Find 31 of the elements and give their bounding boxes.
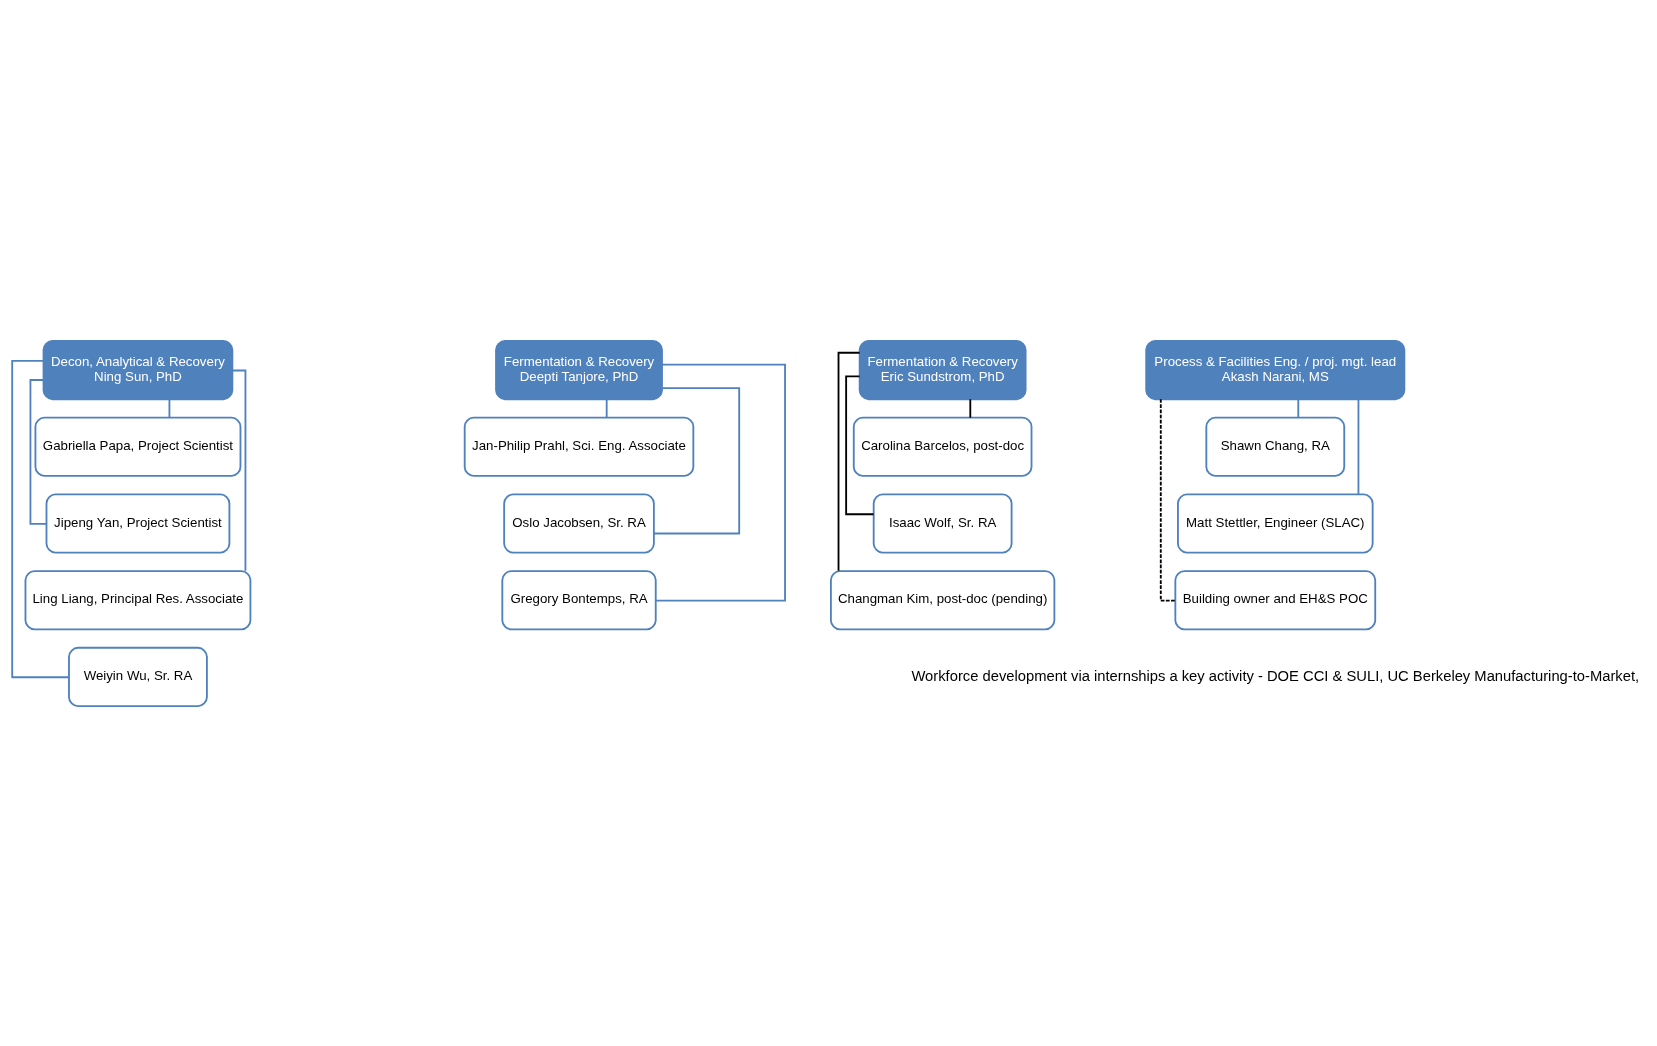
connector bbox=[231, 369, 247, 572]
node-box: Gabriella Papa, Project Scientist bbox=[34, 416, 242, 477]
node-box: Decon, Analytical & Recovery Ning Sun, PhD bbox=[42, 339, 234, 400]
connector bbox=[653, 386, 741, 534]
node-box: Matt Stettler, Engineer (SLAC) bbox=[1177, 492, 1374, 554]
label: Workforce development via internships a key activity - DOE CCI & SULI, UC Berkeley Manufacturing-to-Market, bbox=[911, 667, 1640, 684]
node-box: Oslo Jacobsen, Sr. RA bbox=[503, 492, 655, 554]
connector bbox=[29, 378, 48, 525]
node-box: Weiyin Wu, Sr. RA bbox=[68, 646, 208, 707]
node-box: Jipeng Yan, Project Scientist bbox=[45, 492, 231, 554]
node-box: Carolina Barcelos, post-doc bbox=[852, 416, 1033, 477]
connector bbox=[1357, 397, 1360, 495]
connector bbox=[1159, 397, 1177, 601]
node-box: Fermentation & Recovery Eric Sundstrom, PhD bbox=[858, 339, 1027, 400]
node-box: Ling Liang, Principal Res. Associate bbox=[24, 569, 252, 630]
node-box: Process & Facilities Eng. / proj. mgt. lead Akash Narani, MS bbox=[1145, 339, 1406, 400]
connector bbox=[845, 374, 875, 515]
node-box: Jan-Philip Prahl, Sci. Eng. Associate bbox=[463, 416, 695, 477]
connector bbox=[168, 397, 171, 419]
connector bbox=[969, 397, 972, 419]
connector bbox=[837, 351, 861, 572]
node-box: Gregory Bontemps, RA bbox=[501, 569, 657, 630]
connector bbox=[11, 359, 70, 678]
connector bbox=[654, 363, 786, 601]
node-box: Changman Kim, post-doc (pending) bbox=[830, 569, 1056, 630]
node-box: Isaac Wolf, Sr. RA bbox=[872, 492, 1013, 554]
node-box: Building owner and EH&S POC bbox=[1174, 569, 1377, 630]
connector bbox=[1297, 397, 1300, 419]
node-box: Shawn Chang, RA bbox=[1205, 416, 1346, 477]
node-box: Fermentation & Recovery Deepti Tanjore, PhD bbox=[495, 339, 663, 400]
connector bbox=[605, 397, 608, 419]
